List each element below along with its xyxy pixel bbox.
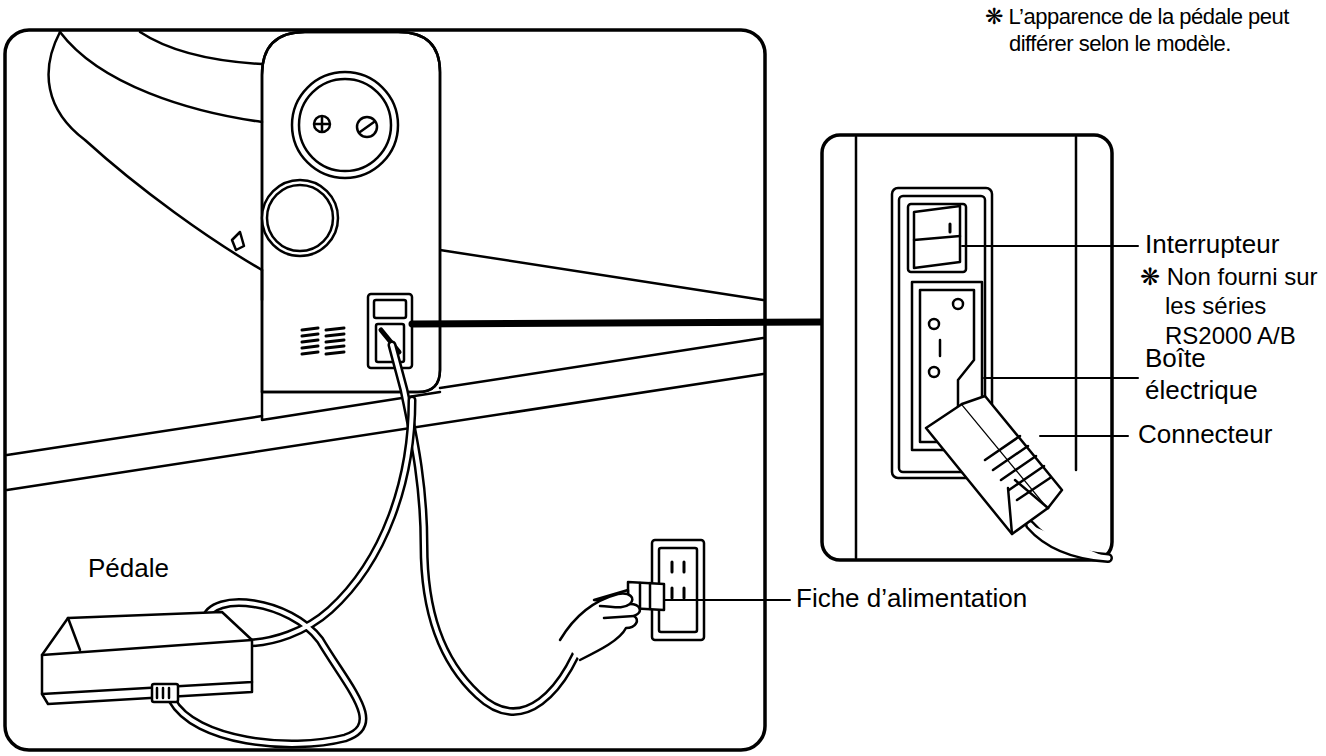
- part-label: Fiche d’alimentation: [796, 583, 1116, 615]
- connector-plug: [926, 396, 1108, 558]
- part-label: Connecteur: [1138, 419, 1323, 451]
- inset-panel: [822, 135, 1112, 560]
- note-text: ❋ L’apparence de la pédale peut différer…: [985, 4, 1325, 58]
- vent-slots: [302, 328, 344, 354]
- foot-pedal: [42, 612, 252, 704]
- frame: [5, 30, 765, 750]
- leader-lines: [664, 246, 1138, 600]
- power-switch: [908, 204, 966, 272]
- hand: [560, 594, 640, 660]
- part-label: Boîte électrique: [1145, 343, 1295, 406]
- note-text: ❋ Non fourni sur les séries RS2000 A/B: [1140, 262, 1326, 350]
- sewing-machine: [49, 32, 440, 420]
- part-label: Pédale: [88, 553, 238, 585]
- part-label: Interrupteur: [1145, 229, 1325, 261]
- zoom-line: [412, 322, 822, 324]
